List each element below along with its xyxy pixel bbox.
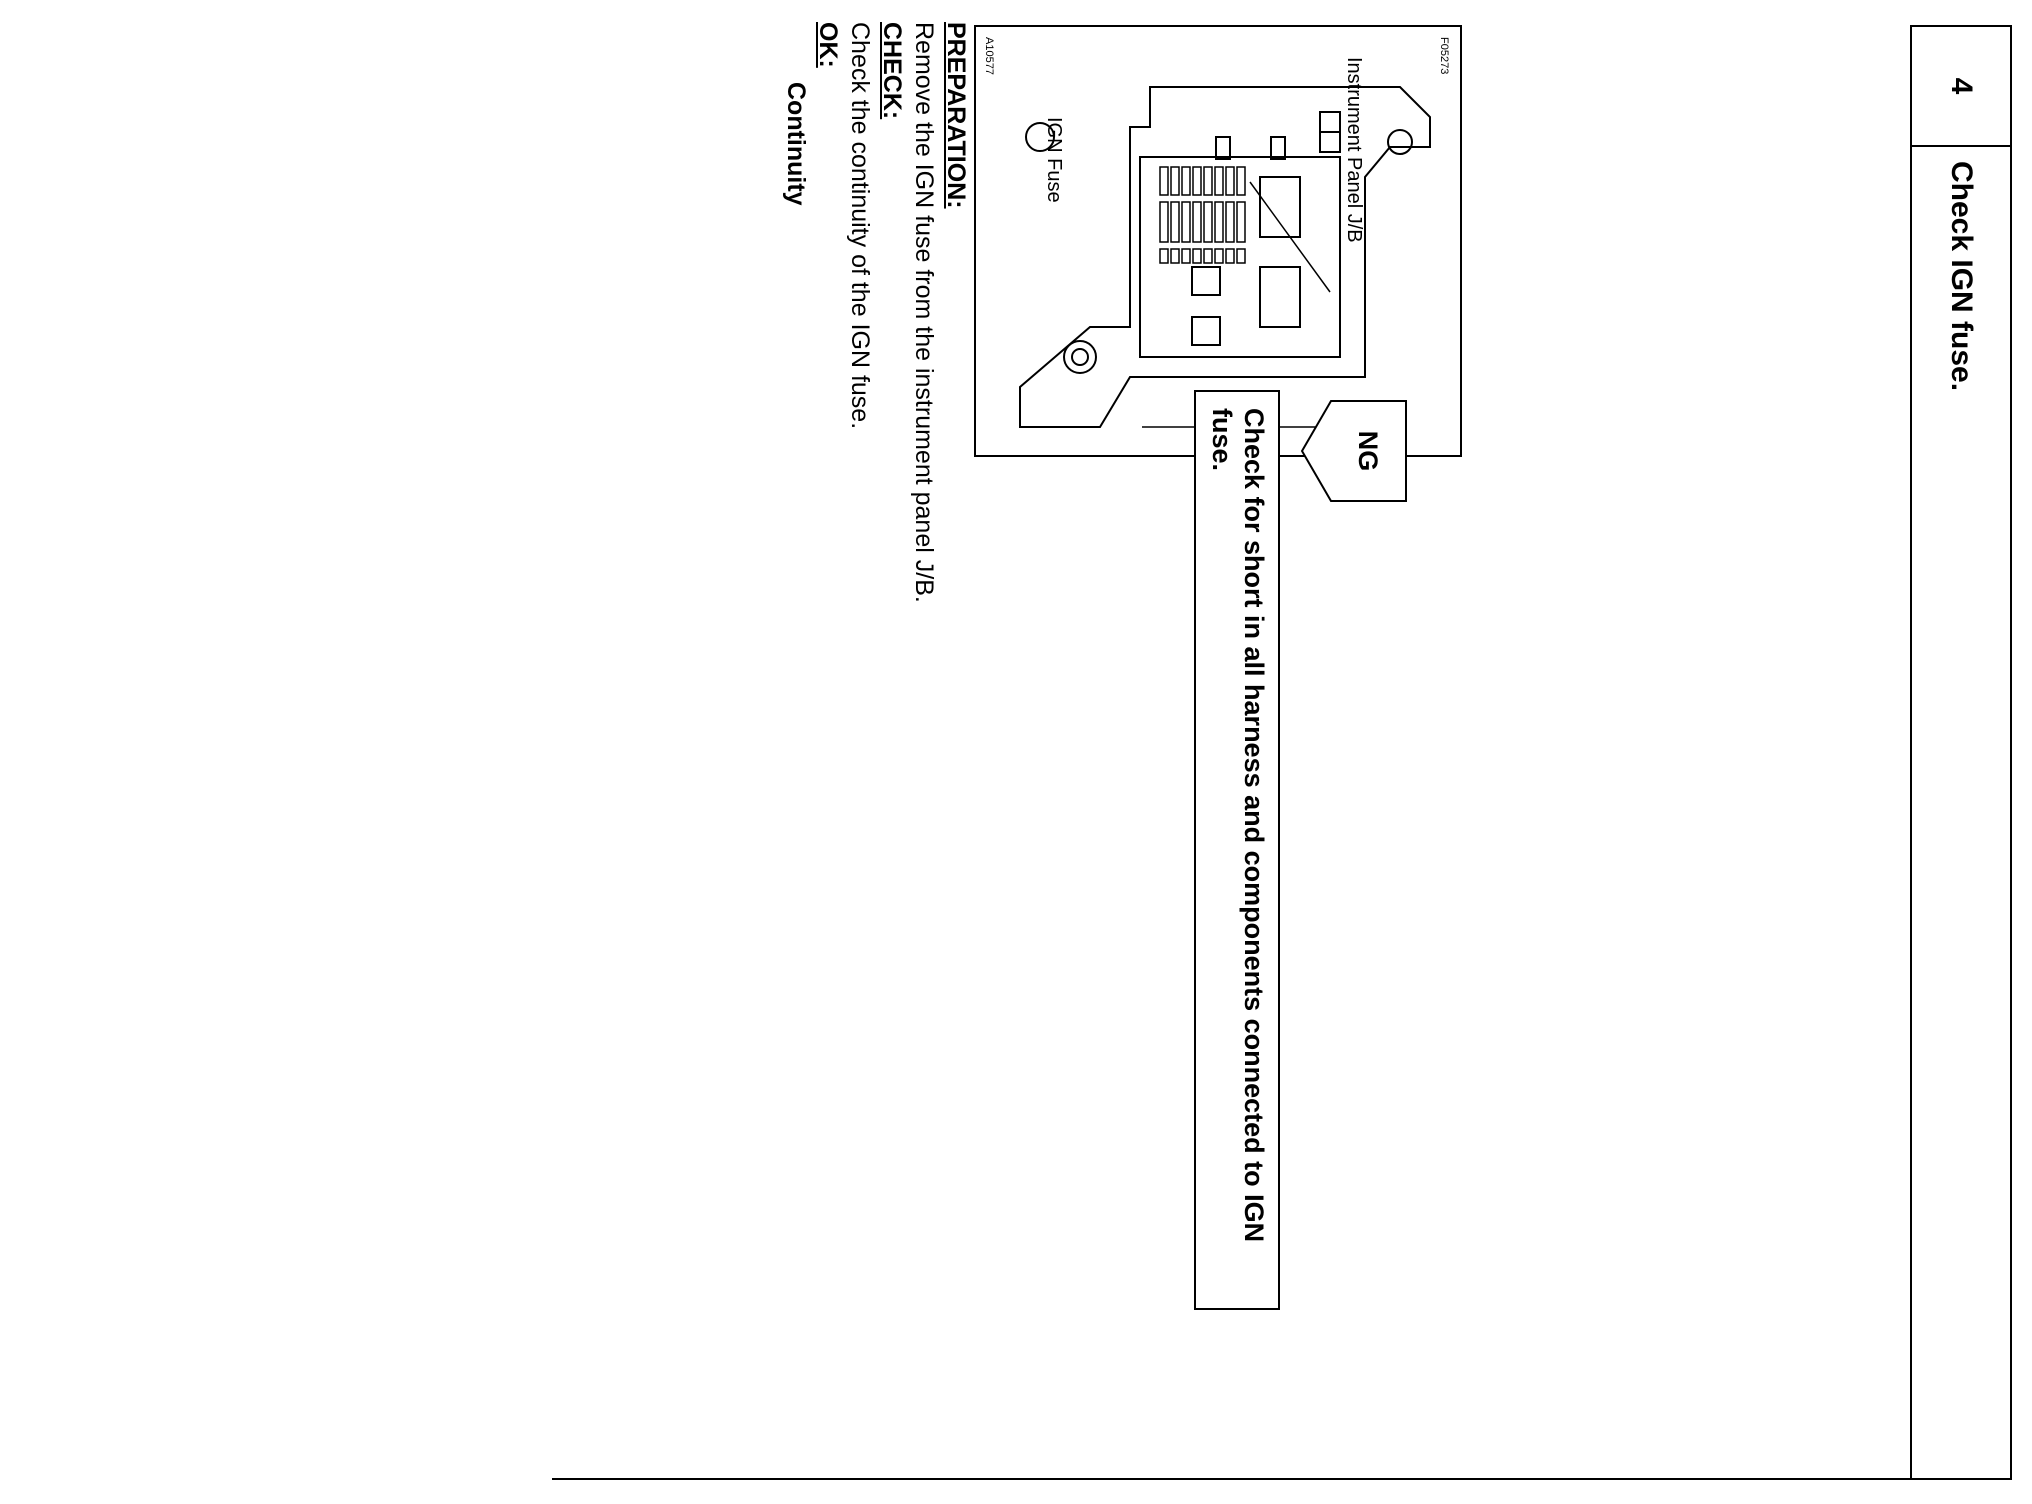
junction-block-drawing <box>1019 86 1431 428</box>
step-4-ng-arrow: NG <box>1301 400 1407 502</box>
step-4-fuse-diagram: Instrument Panel J/B IGN Fuse F05273 A10… <box>974 25 1462 457</box>
